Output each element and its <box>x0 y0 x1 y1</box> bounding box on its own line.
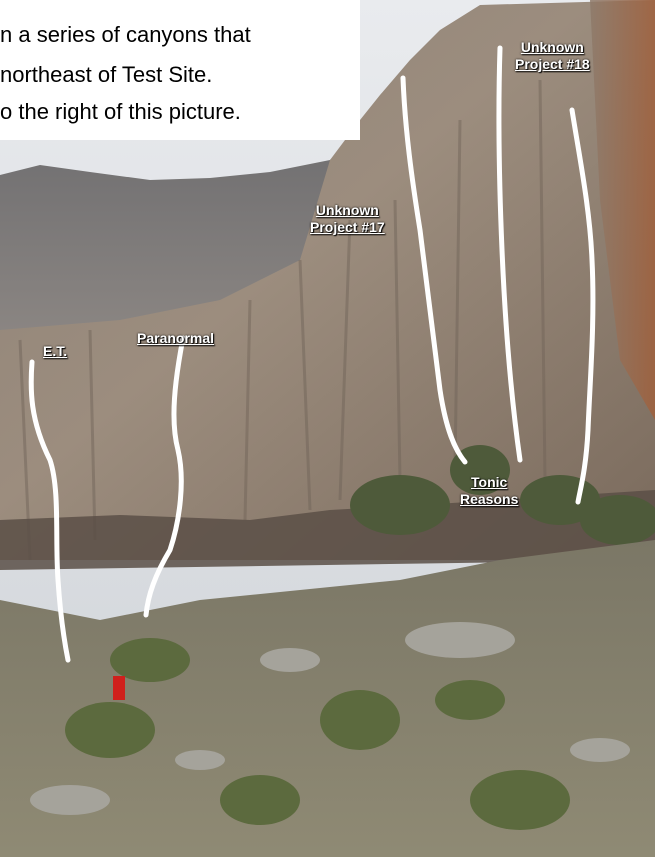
caption-line-1: n a series of canyons that <box>0 22 251 47</box>
route-label-paranormal: Paranormal <box>137 330 215 346</box>
route-line-et <box>28 359 71 663</box>
route-line-project18 <box>569 107 596 505</box>
route-label-project18-line2: Project #18 <box>515 56 590 72</box>
route-label-project17: Unknown Project #17 <box>310 202 385 236</box>
route-label-tonic-line2: Reasons <box>460 491 519 507</box>
route-label-project18-line1: Unknown <box>520 39 584 55</box>
route-line-tonic-reasons <box>496 45 523 463</box>
route-label-project17-line2: Project #17 <box>310 219 385 235</box>
route-label-project17-line1: Unknown <box>315 202 379 218</box>
route-label-project18: Unknown Project #18 <box>515 39 590 73</box>
route-line-paranormal <box>143 335 186 618</box>
route-line-project17 <box>400 75 468 465</box>
caption-line-2: northeast of Test Site. <box>0 62 213 87</box>
caption-box: n a series of canyons that northeast of … <box>0 0 360 140</box>
caption-line-3: o the right of this picture. <box>0 99 241 124</box>
route-label-tonic-reasons: Tonic Reasons <box>460 474 518 508</box>
route-label-et: E.T. <box>43 343 68 359</box>
climber-figure <box>113 676 125 700</box>
route-label-tonic-line1: Tonic <box>471 474 508 490</box>
